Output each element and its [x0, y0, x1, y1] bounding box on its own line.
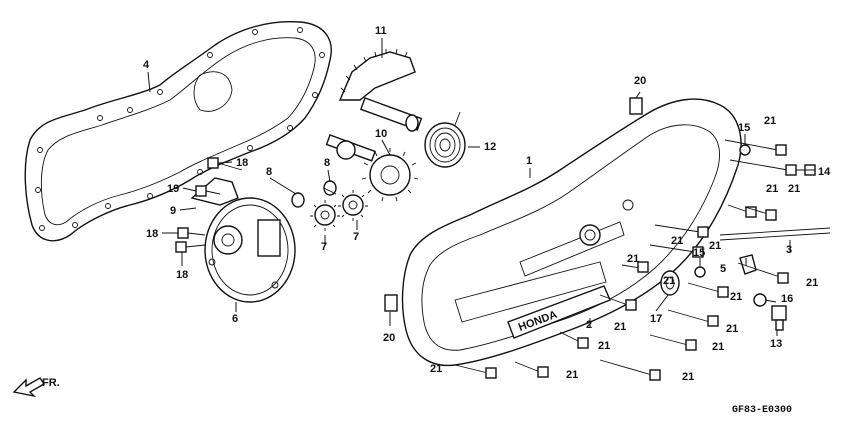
callout-1: 1	[526, 155, 532, 167]
callout-6: 6	[232, 313, 238, 325]
diagram-code: GF83-E0300	[732, 405, 792, 416]
callout-15a: 15	[738, 122, 750, 134]
callout-21g: 21	[663, 275, 675, 287]
direction-label: FR.	[42, 377, 60, 389]
pinion-gear-right	[338, 190, 368, 221]
callout-21h: 21	[730, 291, 742, 303]
callout-21a: 21	[764, 115, 776, 127]
breather-tube	[719, 227, 831, 241]
spring-clip	[190, 177, 239, 206]
bearing	[660, 270, 680, 296]
callout-2: 2	[586, 319, 592, 331]
callout-10: 10	[375, 128, 387, 140]
hose-clamp	[739, 254, 757, 275]
kick-starter-spindle	[338, 48, 423, 132]
leader-lines	[147, 38, 815, 336]
kick-spring	[424, 111, 466, 168]
callout-18b: 18	[146, 228, 158, 240]
callout-7a: 7	[321, 241, 327, 253]
callout-18a: 18	[236, 157, 248, 169]
callout-21e: 21	[671, 235, 683, 247]
callout-14: 14	[818, 166, 831, 178]
collar-upper	[323, 180, 337, 196]
callout-19: 19	[167, 183, 179, 195]
callout-21c: 21	[788, 183, 800, 195]
left-crankcase-cover	[401, 98, 742, 367]
kick-driven-gear	[325, 134, 419, 202]
bolt-18-low	[175, 241, 206, 253]
sealing-washer	[753, 293, 767, 307]
bolt-18-mid	[177, 227, 206, 239]
callout-20a: 20	[634, 75, 646, 87]
callout-8b: 8	[324, 157, 330, 169]
callout-21d: 21	[709, 240, 721, 252]
drain-bolt	[771, 305, 787, 331]
starter-pinion-housing	[204, 197, 296, 303]
callout-7b: 7	[353, 231, 359, 243]
callout-21f: 21	[627, 253, 639, 265]
callout-21i: 21	[806, 277, 818, 289]
callout-21n: 21	[430, 363, 442, 375]
callout-3: 3	[786, 244, 792, 256]
callout-21j: 21	[614, 321, 626, 333]
callout-21k: 21	[726, 323, 738, 335]
callout-16: 16	[781, 293, 793, 305]
callout-labels: 1 2 3 4 5 6 7 7 8 8 9 10 11 12 13 14 15 …	[143, 25, 831, 383]
callout-21o: 21	[566, 369, 578, 381]
dowel-pin-lower	[384, 294, 398, 312]
gasket-holes	[35, 27, 325, 231]
callout-21m: 21	[712, 341, 724, 353]
callout-12: 12	[484, 141, 496, 153]
callout-13: 13	[770, 338, 782, 350]
callout-21l: 21	[598, 340, 610, 352]
callout-5: 5	[720, 263, 726, 275]
collar-lower	[291, 192, 305, 208]
callout-17: 17	[650, 313, 662, 325]
callout-8a: 8	[266, 166, 272, 178]
callout-15b: 15	[693, 247, 705, 259]
callout-21b: 21	[766, 183, 778, 195]
bolts-21	[454, 139, 797, 381]
callout-4: 4	[143, 59, 150, 71]
callout-20b: 20	[383, 332, 395, 344]
dowel-pin-upper	[629, 97, 643, 115]
gasket	[24, 20, 332, 242]
front-direction-arrow: FR.	[12, 377, 60, 398]
pinion-gear-left	[310, 200, 340, 231]
callout-18c: 18	[176, 269, 188, 281]
callout-11: 11	[375, 25, 387, 37]
washers-15	[694, 144, 751, 278]
callout-21p: 21	[682, 371, 694, 383]
callout-9: 9	[170, 205, 176, 217]
